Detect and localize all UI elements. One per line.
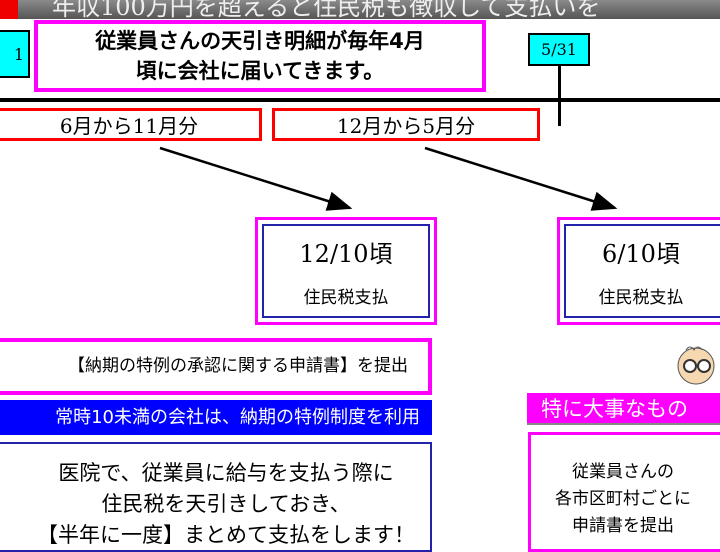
special-body-line-3: 【半年に一度】まとめて支払をします！ bbox=[37, 523, 415, 547]
notice-box: 従業員さんの天引き明細が毎年4月 頃に会社に届いてきます。 bbox=[34, 20, 486, 92]
payment-2-date: 6/10頃 bbox=[602, 240, 680, 268]
arrows bbox=[159, 146, 618, 211]
start-marker: 1 bbox=[0, 30, 30, 78]
payment-1: 12/10頃 住民税支払 bbox=[255, 217, 437, 325]
notice-line-1: 従業員さんの天引き明細が毎年4月 bbox=[95, 29, 425, 53]
special-banner: 常時10未満の会社は、納期の特例制度を利用 bbox=[0, 400, 432, 435]
notice-line-2: 頃に会社に届いてきます。 bbox=[135, 59, 385, 83]
payment-2: 6/10頃 住民税支払 bbox=[557, 217, 720, 325]
payment-1-label: 住民税支払 bbox=[303, 288, 389, 308]
professor-face-icon bbox=[677, 346, 715, 385]
important-line-3: 申請書を提出 bbox=[572, 516, 674, 536]
arrow-to-payment-1 bbox=[159, 146, 353, 211]
special-body: 医院で、従業員に給与を支払う際に 住民税を天引きしておき、 【半年に一度】まとめ… bbox=[0, 442, 432, 552]
important-line-1: 従業員さんの bbox=[572, 462, 674, 482]
period-2: 12月から5月分 bbox=[272, 108, 540, 141]
important-line-2: 各市区町村ごとに bbox=[555, 489, 691, 509]
slide-number-badge bbox=[0, 0, 18, 19]
timeline-axis bbox=[0, 98, 720, 102]
end-marker-line bbox=[558, 66, 561, 126]
period-1: 6月から11月分 bbox=[0, 108, 262, 141]
arrow-to-payment-2 bbox=[424, 146, 618, 211]
application-box: 【納期の特例の承認に関する申請書】を提出 bbox=[0, 338, 432, 395]
special-body-line-2: 住民税を天引きしておき、 bbox=[101, 492, 351, 516]
payment-2-label: 住民税支払 bbox=[598, 288, 684, 308]
important-box: 従業員さんの 各市区町村ごとに 申請書を提出 bbox=[528, 432, 720, 552]
end-marker: 5/31 bbox=[528, 33, 590, 66]
payment-1-date: 12/10頃 bbox=[299, 240, 393, 268]
slide-title: 年収100万円を超えると住民税も徴収して支払いを bbox=[0, 0, 720, 19]
important-label: 特に大事なもの bbox=[527, 393, 720, 425]
special-body-line-1: 医院で、従業員に給与を支払う際に bbox=[58, 461, 394, 485]
